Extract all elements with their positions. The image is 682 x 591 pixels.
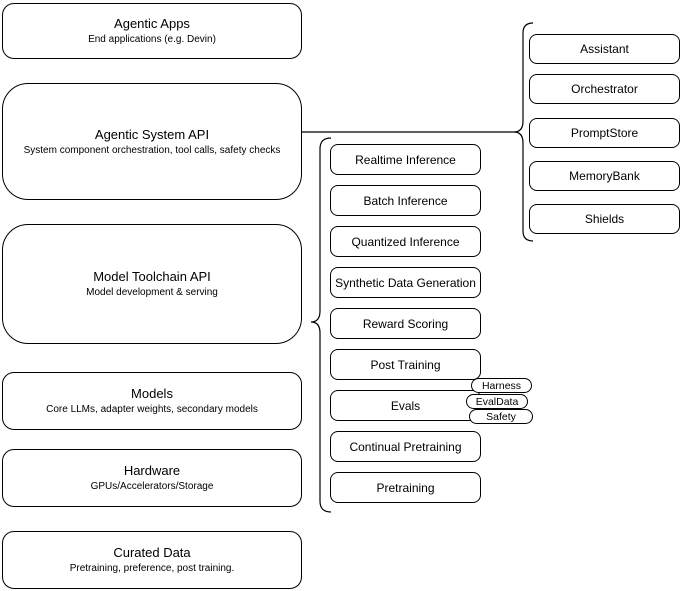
middle-group-brace	[310, 137, 332, 513]
node-memorybank: MemoryBank	[529, 161, 680, 191]
box-models: Models Core LLMs, adapter weights, secon…	[2, 372, 302, 430]
node-orchestrator: Orchestrator	[529, 74, 680, 104]
node-label: Batch Inference	[363, 193, 448, 208]
node-label: Evals	[390, 398, 421, 413]
node-promptstore: PromptStore	[529, 118, 680, 148]
node-label: MemoryBank	[569, 169, 640, 183]
box-title: Curated Data	[113, 545, 191, 560]
node-quantized-inference: Quantized Inference	[330, 226, 481, 257]
node-label: Pretraining	[376, 480, 435, 495]
node-label: Reward Scoring	[362, 316, 449, 331]
node-label: PromptStore	[570, 126, 639, 140]
node-label: Shields	[584, 212, 625, 226]
node-pretraining: Pretraining	[330, 472, 481, 503]
box-subtitle: GPUs/Accelerators/Storage	[90, 481, 214, 492]
node-label: Post Training	[370, 357, 441, 372]
tag-label: Harness	[481, 379, 522, 392]
node-label: Continual Pretraining	[349, 439, 462, 454]
box-subtitle: Pretraining, preference, post training.	[69, 563, 235, 574]
node-evals: Evals	[330, 390, 481, 421]
node-realtime-inference: Realtime Inference	[330, 144, 481, 175]
box-title: Hardware	[123, 463, 181, 478]
box-title: Model Toolchain API	[93, 269, 211, 284]
node-continual-pretraining: Continual Pretraining	[330, 431, 481, 462]
node-assistant: Assistant	[529, 34, 680, 64]
node-label: Orchestrator	[571, 82, 638, 96]
tag-harness: Harness	[471, 378, 532, 393]
box-model-toolchain-api: Model Toolchain API Model development & …	[2, 224, 302, 344]
node-batch-inference: Batch Inference	[330, 185, 481, 216]
tag-evaldata: EvalData	[466, 394, 528, 409]
box-subtitle: End applications (e.g. Devin)	[88, 34, 216, 45]
node-post-training: Post Training	[330, 349, 481, 380]
box-title: Agentic System API	[94, 126, 210, 142]
box-subtitle: System component orchestration, tool cal…	[23, 144, 281, 156]
right-group-brace	[513, 22, 534, 242]
node-label: Assistant	[580, 42, 629, 56]
box-curated-data: Curated Data Pretraining, preference, po…	[2, 531, 302, 589]
box-title: Agentic Apps	[114, 16, 190, 31]
node-label: Synthetic Data Generation	[335, 275, 476, 290]
tag-label: Safety	[486, 410, 516, 423]
box-subtitle: Model development & serving	[86, 287, 218, 298]
box-agentic-apps: Agentic Apps End applications (e.g. Devi…	[2, 3, 302, 59]
node-reward-scoring: Reward Scoring	[330, 308, 481, 339]
node-synthetic-data-generation: Synthetic Data Generation	[330, 267, 481, 298]
box-hardware: Hardware GPUs/Accelerators/Storage	[2, 449, 302, 507]
box-agentic-system-api: Agentic System API System component orch…	[2, 83, 302, 200]
node-shields: Shields	[529, 204, 680, 234]
box-title: Models	[131, 386, 173, 401]
node-label: Realtime Inference	[355, 152, 456, 167]
node-label: Quantized Inference	[351, 234, 460, 249]
tag-safety: Safety	[469, 409, 533, 424]
box-subtitle: Core LLMs, adapter weights, secondary mo…	[46, 404, 258, 415]
tag-label: EvalData	[475, 395, 519, 408]
